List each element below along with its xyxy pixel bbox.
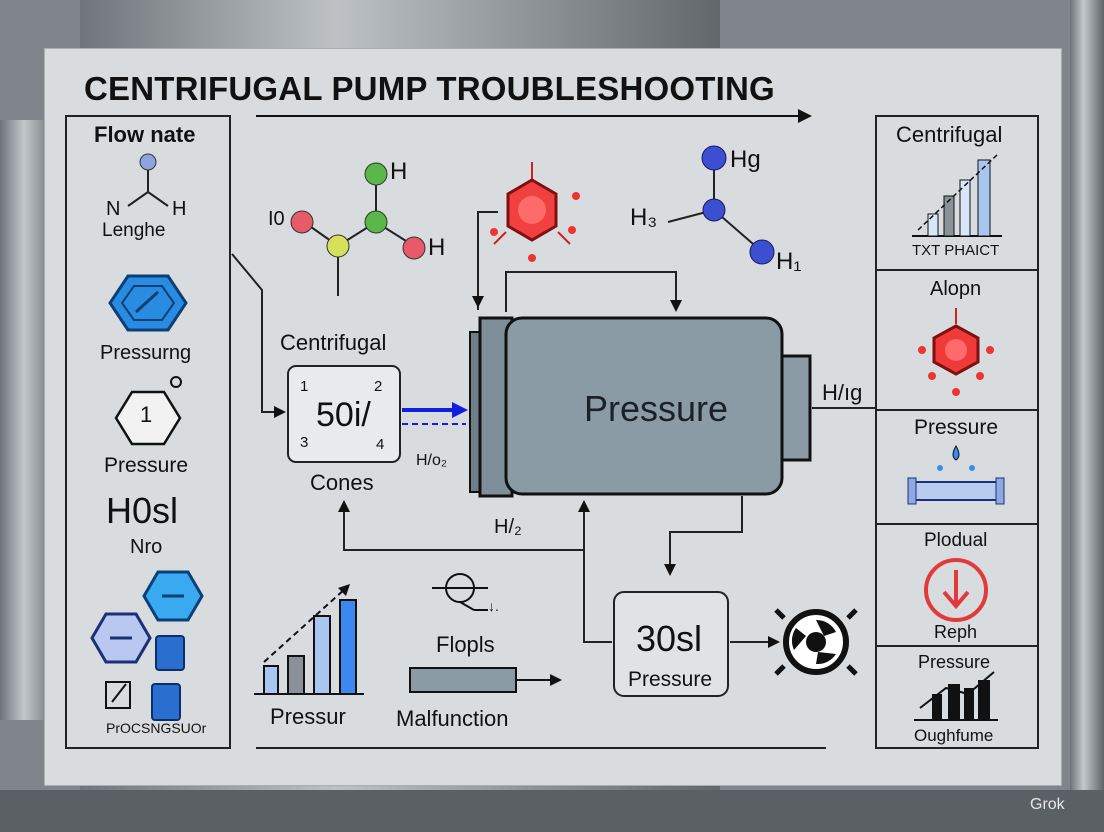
gauge-number-2: 2	[374, 378, 383, 395]
plodual-label: Plodual	[924, 530, 988, 551]
right-pressure-label: Pressure	[914, 416, 999, 439]
gauge-number-3: 3	[300, 434, 309, 451]
impeller-icon	[774, 608, 858, 676]
center-molecule-icon	[290, 162, 426, 296]
valve-symbol-icon	[432, 573, 488, 611]
valve-small-label: ↓.	[488, 598, 499, 614]
outlet-box	[613, 591, 729, 697]
right-black-bar-chart-icon	[914, 671, 998, 721]
pressurng-label: Pressurng	[100, 342, 192, 364]
stacked-hexagon-icons	[90, 570, 204, 721]
txt-phaict-label: TXT PHAICT	[912, 242, 1000, 259]
hg-label: Hg	[730, 146, 761, 173]
right-chart-icon	[912, 153, 1002, 237]
alopn-label: Alopn	[930, 278, 982, 300]
pump-label: Pressure	[584, 388, 729, 429]
mol-h-top-label: H	[390, 158, 408, 185]
blue-hexagon-icon	[108, 274, 188, 332]
numbered-hexagon-icon	[114, 376, 182, 446]
gauge-value: 50i/	[316, 396, 371, 434]
outlet-label: Pressure	[628, 668, 713, 691]
mol-left-label: I0	[268, 208, 285, 230]
title-arrow	[256, 109, 812, 123]
flow-rate-label: Flow nate	[94, 122, 196, 147]
hexagon-digit: 1	[140, 402, 153, 427]
flow-arrowheads	[274, 296, 780, 648]
h1-label: H₁	[776, 248, 802, 275]
h-o2-label: H/o₂	[416, 452, 448, 469]
centrifugal-label: Centrifugal	[280, 330, 387, 355]
flow-lines	[231, 211, 876, 643]
gauge-number-1: 1	[300, 378, 309, 395]
h0sl-value: H0sl	[106, 490, 179, 531]
nh-molecule-icon	[127, 153, 169, 207]
malfunction-label: Malfunction	[396, 706, 509, 731]
h-ig-label: H/ıg	[822, 380, 863, 405]
pressur-label: Pressur	[270, 704, 346, 729]
blue-molecule-icon	[667, 145, 775, 265]
mol-n-label: N	[106, 198, 121, 220]
reph-label: Reph	[934, 622, 978, 642]
rising-bar-chart-icon	[254, 584, 364, 695]
h3-label: H₃	[630, 204, 658, 231]
cones-label: Cones	[310, 470, 374, 495]
red-molecule-icon	[490, 162, 580, 262]
nro-label: Nro	[130, 536, 163, 558]
outlet-value: 30sl	[636, 618, 703, 659]
diagram-title: CENTRIFUGAL PUMP TROUBLESHOOTING	[84, 70, 775, 107]
left-panel-frame	[65, 115, 231, 749]
pump-body	[469, 316, 812, 498]
flopls-label: Flopls	[436, 632, 495, 657]
inflow-arrow	[402, 402, 468, 425]
pipe-bar-icon	[409, 667, 562, 693]
processor-label: PrOCSNGSUOr	[106, 720, 207, 736]
oughfume-label: Oughfume	[914, 726, 994, 745]
mol-h-right-label: H	[428, 234, 446, 261]
pipe-leak-icon	[907, 445, 1005, 505]
right-centrifugal-label: Centrifugal	[896, 122, 1003, 147]
right-red-molecule-icon	[918, 308, 994, 396]
down-arrow-alert-icon	[924, 558, 988, 622]
right-pressure2-label: Pressure	[918, 652, 991, 672]
right-panel-frames	[875, 115, 1039, 749]
h-2-label: H/₂	[494, 516, 522, 538]
watermark-grok: Grok	[1030, 796, 1065, 813]
pressure-label-left: Pressure	[104, 454, 189, 477]
gauge-box	[287, 365, 401, 463]
gauge-number-4: 4	[376, 436, 385, 453]
mol-h-label: H	[172, 198, 187, 220]
length-label: Lenghe	[102, 220, 166, 241]
